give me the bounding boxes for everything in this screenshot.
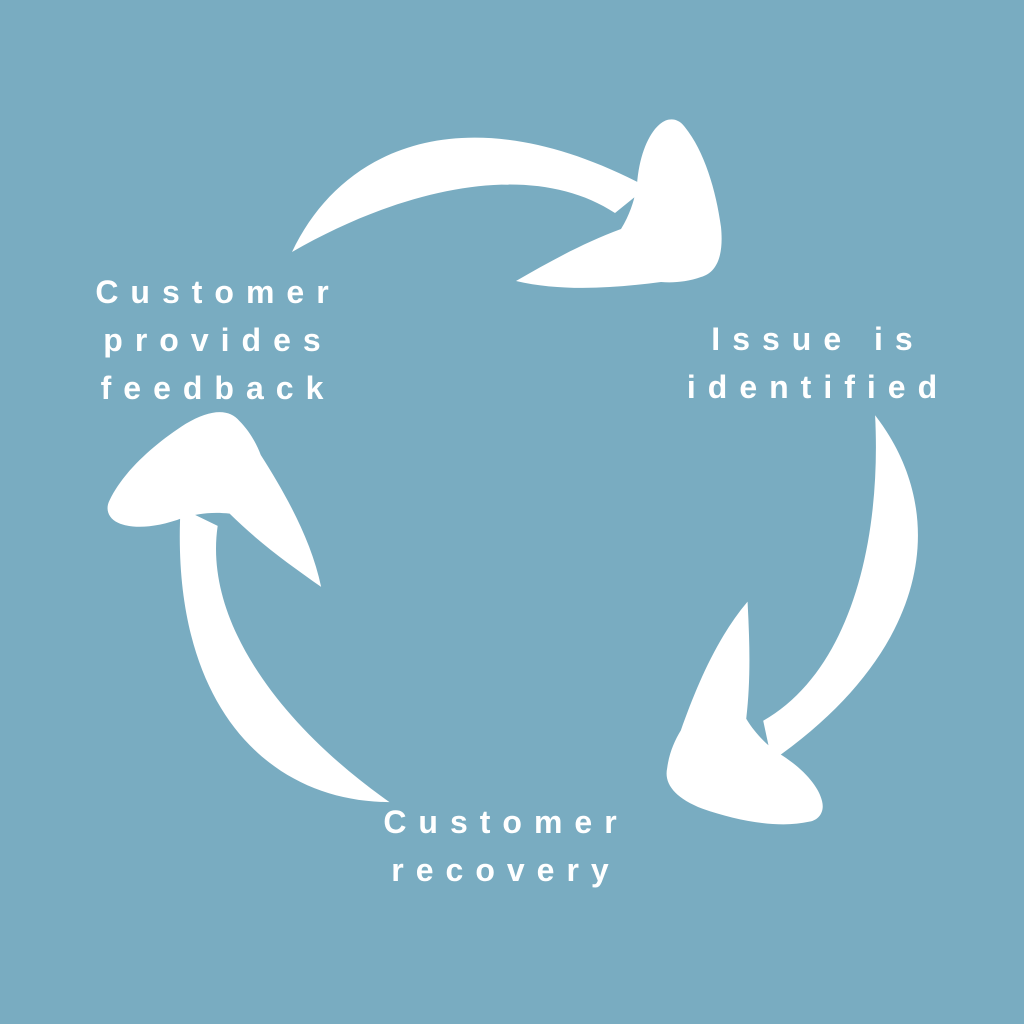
step-label-line: Customer xyxy=(383,804,629,840)
cycle-arrow-right-icon xyxy=(648,398,994,859)
step-label-line: Issue is xyxy=(711,321,925,357)
cycle-arrow-top-icon xyxy=(292,119,722,288)
step-label-line: Customer xyxy=(95,274,341,310)
step-label-issue-is-identified: Issue is identified xyxy=(687,315,949,411)
step-label-line: identified xyxy=(686,369,950,405)
step-label-line: recovery xyxy=(391,852,621,888)
step-label-line: feedback xyxy=(100,370,336,406)
cycle-arrow-left-icon xyxy=(87,397,423,859)
step-label-customer-recovery: Customer recovery xyxy=(383,798,628,894)
step-label-customer-provides-feedback: Customer provides feedback xyxy=(95,268,340,412)
step-label-line: provides xyxy=(103,322,333,358)
